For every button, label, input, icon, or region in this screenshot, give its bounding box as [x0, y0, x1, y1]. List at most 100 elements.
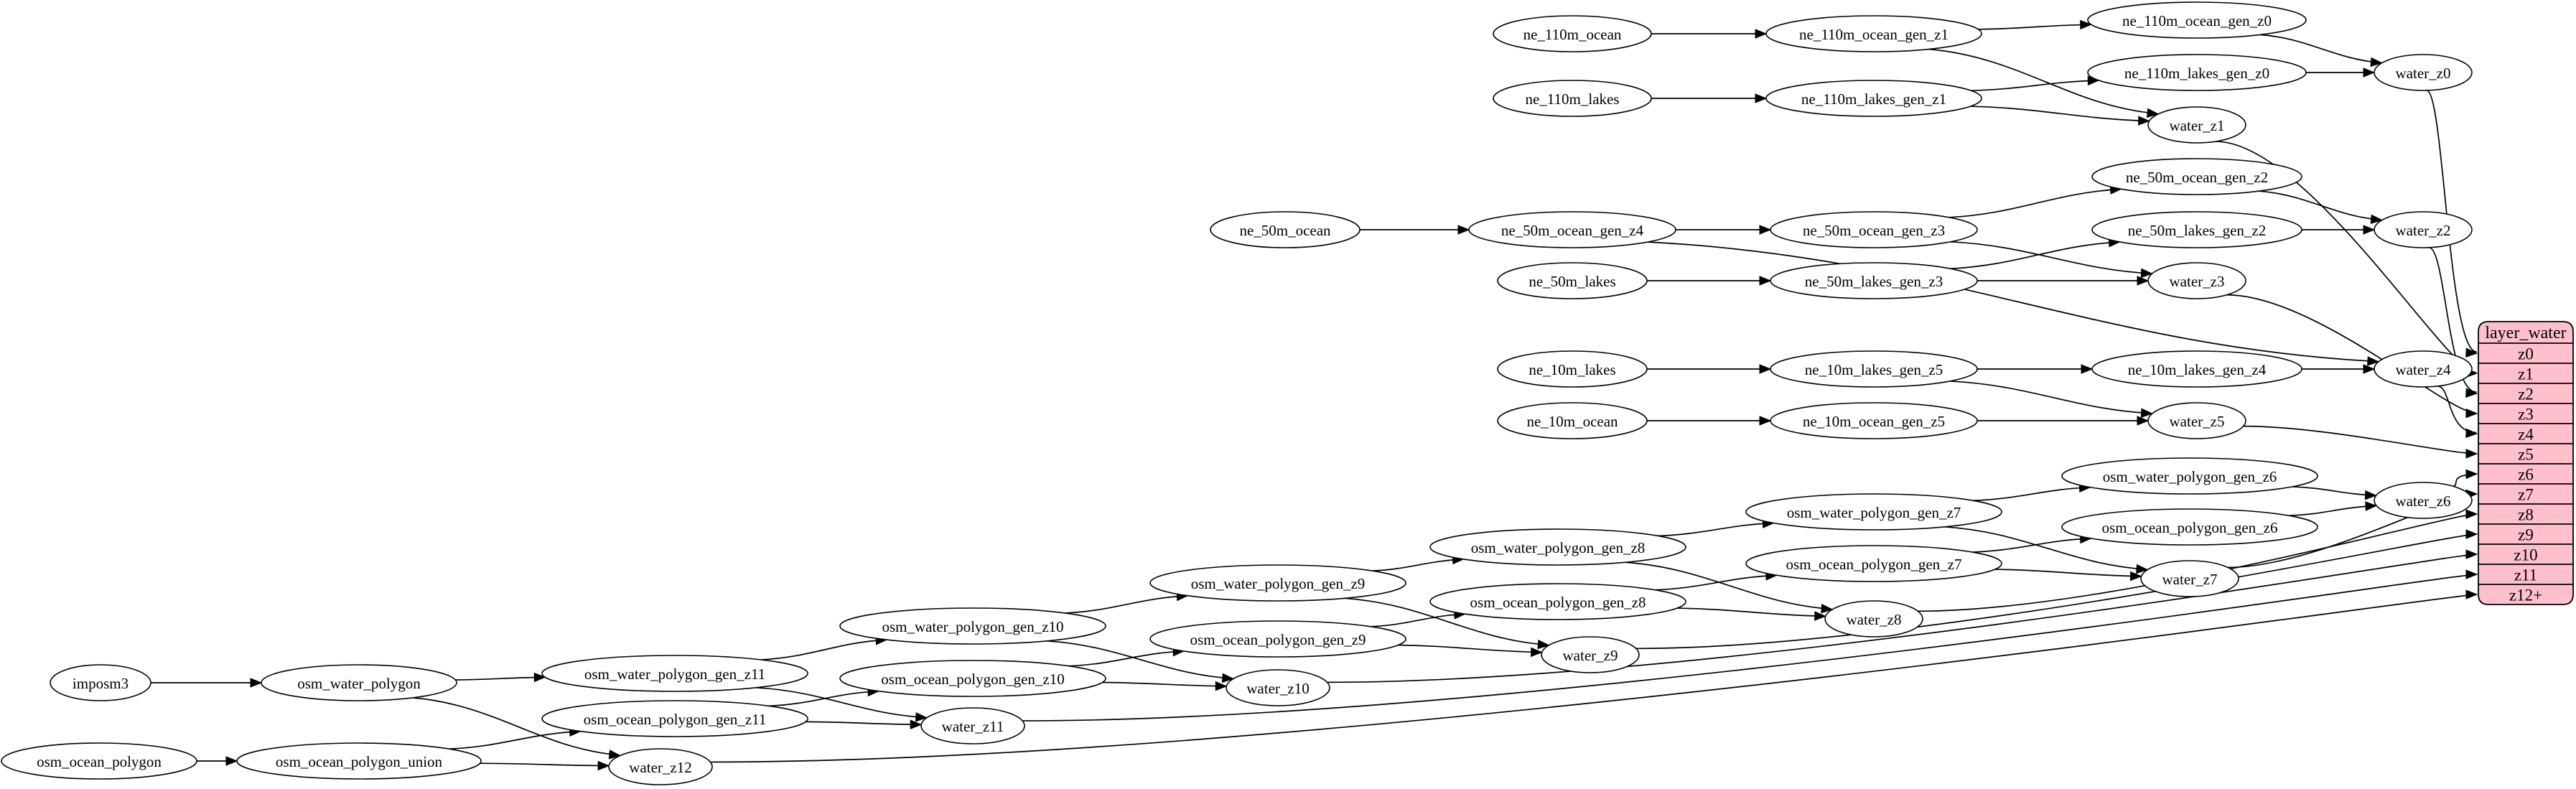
node-shape-ne_110m_lakes[interactable] — [1493, 80, 1652, 117]
node-shape-water_z7[interactable] — [2140, 560, 2239, 597]
node-shape-osm_water_polygon[interactable] — [261, 664, 457, 701]
node-ne_50m_ocean_gen_z3[interactable]: ne_50m_ocean_gen_z3 — [1770, 211, 1978, 248]
node-ne_10m_ocean[interactable]: ne_10m_ocean — [1497, 402, 1648, 439]
node-ne_50m_ocean_gen_z2[interactable]: ne_50m_ocean_gen_z2 — [2091, 158, 2302, 195]
node-shape-osm_ocean_polygon_gen_z6[interactable] — [2061, 508, 2318, 546]
node-shape-ne_110m_ocean[interactable] — [1493, 15, 1652, 52]
node-shape-osm_ocean_polygon_union[interactable] — [236, 742, 482, 780]
node-water_z11[interactable]: water_z11 — [920, 707, 1025, 744]
node-shape-osm_water_polygon_gen_z7[interactable] — [1745, 493, 2002, 531]
node-shape-water_z11[interactable] — [920, 707, 1025, 744]
node-ne_110m_lakes_gen_z1[interactable]: ne_110m_lakes_gen_z1 — [1765, 80, 1982, 117]
node-shape-water_z3[interactable] — [2147, 262, 2246, 299]
node-shape-ne_110m_ocean_gen_z0[interactable] — [2087, 1, 2307, 39]
node-shape-osm_ocean_polygon_gen_z11[interactable] — [541, 700, 808, 737]
node-shape-osm_ocean_polygon_gen_z7[interactable] — [1745, 545, 2002, 582]
node-water_z1[interactable]: water_z1 — [2147, 106, 2246, 144]
node-shape-water_z10[interactable] — [1226, 669, 1330, 706]
node-osm_water_polygon_gen_z7[interactable]: osm_water_polygon_gen_z7 — [1745, 493, 2002, 531]
node-shape-water_z12[interactable] — [608, 748, 713, 785]
node-shape-water_z8[interactable] — [1824, 600, 1923, 638]
node-shape-water_z1[interactable] — [2147, 106, 2246, 144]
node-shape-ne_50m_lakes_gen_z3[interactable] — [1770, 262, 1978, 299]
node-osm_ocean_polygon[interactable]: osm_ocean_polygon — [1, 742, 197, 780]
node-ne_110m_lakes[interactable]: ne_110m_lakes — [1493, 80, 1652, 117]
node-ne_10m_ocean_gen_z5[interactable]: ne_10m_ocean_gen_z5 — [1770, 402, 1978, 439]
edge-arrowhead — [1537, 639, 1550, 650]
node-shape-ne_50m_lakes_gen_z2[interactable] — [2091, 211, 2302, 248]
node-ne_50m_lakes_gen_z3[interactable]: ne_50m_lakes_gen_z3 — [1770, 262, 1978, 299]
node-ne_110m_ocean_gen_z1[interactable]: ne_110m_ocean_gen_z1 — [1765, 15, 1982, 52]
node-ne_10m_lakes_gen_z5[interactable]: ne_10m_lakes_gen_z5 — [1770, 350, 1978, 388]
node-shape-ne_10m_lakes_gen_z5[interactable] — [1770, 350, 1978, 388]
node-ne_10m_lakes[interactable]: ne_10m_lakes — [1497, 350, 1648, 388]
node-shape-water_z0[interactable] — [2374, 54, 2473, 91]
node-shape-water_z9[interactable] — [1541, 636, 1640, 673]
edge-osm_ocean_polygon_gen_z9-to-osm_ocean_polygon_gen_z8 — [1371, 613, 1464, 627]
node-water_z0[interactable]: water_z0 — [2374, 54, 2473, 91]
node-shape-ne_50m_ocean_gen_z2[interactable] — [2091, 158, 2302, 195]
node-ne_50m_ocean[interactable]: ne_50m_ocean — [1210, 211, 1361, 248]
node-shape-ne_10m_ocean_gen_z5[interactable] — [1770, 402, 1978, 439]
node-ne_10m_lakes_gen_z4[interactable]: ne_10m_lakes_gen_z4 — [2091, 350, 2302, 388]
node-shape-osm_water_polygon_gen_z6[interactable] — [2061, 457, 2318, 495]
node-shape-ne_50m_ocean_gen_z3[interactable] — [1770, 211, 1978, 248]
node-ne_110m_ocean[interactable]: ne_110m_ocean — [1493, 15, 1652, 52]
node-shape-osm_water_polygon_gen_z11[interactable] — [541, 655, 808, 692]
node-water_z8[interactable]: water_z8 — [1824, 600, 1923, 638]
node-osm_water_polygon[interactable]: osm_water_polygon — [261, 664, 457, 701]
node-osm_ocean_polygon_gen_z6[interactable]: osm_ocean_polygon_gen_z6 — [2061, 508, 2318, 546]
node-osm_water_polygon_gen_z6[interactable]: osm_water_polygon_gen_z6 — [2061, 457, 2318, 495]
node-water_z9[interactable]: water_z9 — [1541, 636, 1640, 673]
node-shape-osm_ocean_polygon_gen_z8[interactable] — [1429, 583, 1686, 620]
edge-layer — [150, 19, 2478, 771]
node-shape-osm_water_polygon_gen_z10[interactable] — [839, 607, 1106, 645]
node-osm_water_polygon_gen_z9[interactable]: osm_water_polygon_gen_z9 — [1149, 564, 1406, 602]
node-shape-ne_110m_ocean_gen_z1[interactable] — [1765, 15, 1982, 52]
node-shape-osm_ocean_polygon[interactable] — [1, 742, 197, 780]
node-shape-ne_110m_lakes_gen_z0[interactable] — [2087, 54, 2307, 91]
node-shape-osm_ocean_polygon_gen_z10[interactable] — [839, 660, 1106, 697]
node-water_z3[interactable]: water_z3 — [2147, 262, 2246, 299]
node-shape-imposm3[interactable] — [50, 664, 151, 701]
node-imposm3[interactable]: imposm3 — [50, 664, 151, 701]
node-osm_water_polygon_gen_z8[interactable]: osm_water_polygon_gen_z8 — [1429, 528, 1686, 566]
node-shape-ne_10m_ocean[interactable] — [1497, 402, 1648, 439]
node-ne_50m_ocean_gen_z4[interactable]: ne_50m_ocean_gen_z4 — [1468, 211, 1676, 248]
node-osm_water_polygon_gen_z11[interactable]: osm_water_polygon_gen_z11 — [541, 655, 808, 692]
node-shape-ne_10m_lakes_gen_z4[interactable] — [2091, 350, 2302, 388]
edge-arrowhead — [1821, 603, 1834, 614]
node-osm_ocean_polygon_union[interactable]: osm_ocean_polygon_union — [236, 742, 482, 780]
node-shape-osm_water_polygon_gen_z9[interactable] — [1149, 564, 1406, 602]
node-shape-ne_110m_lakes_gen_z1[interactable] — [1765, 80, 1982, 117]
node-ne_110m_lakes_gen_z0[interactable]: ne_110m_lakes_gen_z0 — [2087, 54, 2307, 91]
node-osm_ocean_polygon_gen_z10[interactable]: osm_ocean_polygon_gen_z10 — [839, 660, 1106, 697]
node-osm_ocean_polygon_gen_z7[interactable]: osm_ocean_polygon_gen_z7 — [1745, 545, 2002, 582]
node-water_z12[interactable]: water_z12 — [608, 748, 713, 785]
node-shape-water_z5[interactable] — [2147, 402, 2246, 439]
edge-water_z6-to-layer_water-z6 — [2453, 474, 2476, 487]
node-shape-water_z4[interactable] — [2374, 350, 2473, 388]
node-ne_50m_lakes_gen_z2[interactable]: ne_50m_lakes_gen_z2 — [2091, 211, 2302, 248]
node-osm_ocean_polygon_gen_z8[interactable]: osm_ocean_polygon_gen_z8 — [1429, 583, 1686, 620]
node-water_z6[interactable]: water_z6 — [2374, 482, 2473, 519]
node-ne_50m_lakes[interactable]: ne_50m_lakes — [1497, 262, 1648, 299]
node-shape-ne_10m_lakes[interactable] — [1497, 350, 1648, 388]
node-water_z7[interactable]: water_z7 — [2140, 560, 2239, 597]
node-shape-water_z2[interactable] — [2374, 211, 2473, 248]
node-shape-ne_50m_ocean[interactable] — [1210, 211, 1361, 248]
node-ne_110m_ocean_gen_z0[interactable]: ne_110m_ocean_gen_z0 — [2087, 1, 2307, 39]
edge-arrowhead — [2129, 571, 2142, 582]
node-shape-osm_ocean_polygon_gen_z9[interactable] — [1149, 620, 1406, 658]
node-shape-water_z6[interactable] — [2374, 482, 2473, 519]
node-osm_ocean_polygon_gen_z9[interactable]: osm_ocean_polygon_gen_z9 — [1149, 620, 1406, 658]
node-shape-ne_50m_lakes[interactable] — [1497, 262, 1648, 299]
node-water_z2[interactable]: water_z2 — [2374, 211, 2473, 248]
node-water_z5[interactable]: water_z5 — [2147, 402, 2246, 439]
node-shape-ne_50m_ocean_gen_z4[interactable] — [1468, 211, 1676, 248]
node-osm_ocean_polygon_gen_z11[interactable]: osm_ocean_polygon_gen_z11 — [541, 700, 808, 737]
node-shape-osm_water_polygon_gen_z8[interactable] — [1429, 528, 1686, 566]
node-water_z10[interactable]: water_z10 — [1226, 669, 1330, 706]
node-water_z4[interactable]: water_z4 — [2374, 350, 2473, 388]
node-osm_water_polygon_gen_z10[interactable]: osm_water_polygon_gen_z10 — [839, 607, 1106, 645]
